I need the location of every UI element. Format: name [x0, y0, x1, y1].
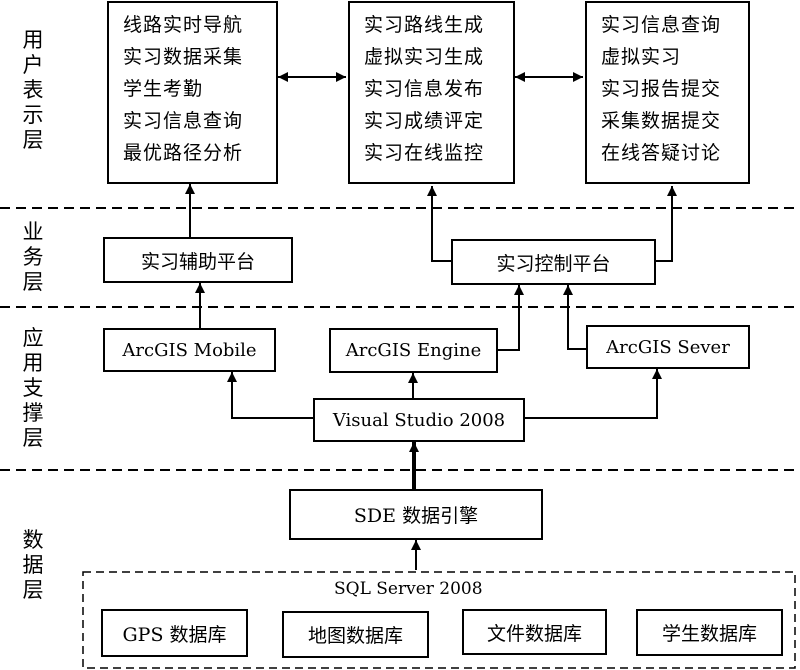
data-layer-container — [82, 571, 796, 669]
function-item: 实习在线监控 — [364, 142, 485, 164]
function-item: 实习路线生成 — [364, 14, 485, 36]
function-item: 在线答疑讨论 — [601, 142, 722, 164]
arcgis-server-box: ArcGIS Sever — [586, 325, 750, 369]
control-platform-box: 实习控制平台 — [451, 239, 656, 285]
function-item: 线路实时导航 — [123, 14, 244, 36]
arrow-server-to-control — [563, 285, 586, 350]
function-item: 实习数据采集 — [123, 46, 244, 68]
database-box-file: 文件数据库 — [462, 609, 607, 655]
database-box-student: 学生数据库 — [636, 609, 783, 656]
layer-label-support: 应用支撑层 — [22, 326, 44, 450]
layer-label-data: 数据层 — [22, 528, 44, 602]
presentation-box-left: 线路实时导航 实习数据采集 学生考勤 实习信息查询 最优路径分析 — [107, 1, 278, 184]
function-item: 最优路径分析 — [123, 142, 244, 164]
function-item: 采集数据提交 — [601, 110, 722, 132]
assist-platform-box: 实习辅助平台 — [103, 237, 293, 283]
arcgis-engine-box: ArcGIS Engine — [329, 328, 498, 373]
function-item: 虚拟实习 — [601, 46, 682, 68]
arrow-vs-to-server — [525, 369, 662, 419]
arcgis-mobile-box: ArcGIS Mobile — [103, 328, 276, 372]
database-box-map: 地图数据库 — [282, 611, 429, 658]
presentation-box-middle: 实习路线生成 虚拟实习生成 实习信息发布 实习成绩评定 实习在线监控 — [348, 1, 515, 184]
presentation-box-right: 实习信息查询 虚拟实习 实习报告提交 采集数据提交 在线答疑讨论 — [585, 1, 750, 184]
function-item: 实习信息查询 — [601, 14, 722, 36]
arrow-control-to-middle — [427, 186, 451, 262]
function-item: 实习信息查询 — [123, 110, 244, 132]
arrow-vs-to-mobile — [227, 372, 313, 419]
function-item: 实习信息发布 — [364, 78, 485, 100]
sql-server-label: SQL Server 2008 — [334, 579, 483, 599]
sde-engine-box: SDE 数据引擎 — [289, 489, 543, 540]
database-box-gps: GPS 数据库 — [101, 609, 248, 657]
function-item: 实习报告提交 — [601, 78, 722, 100]
visual-studio-box: Visual Studio 2008 — [313, 398, 525, 442]
arrow-engine-to-control — [498, 285, 524, 351]
layer-label-presentation: 用户表示层 — [22, 28, 44, 152]
layer-label-business: 业务层 — [22, 220, 44, 294]
function-item: 虚拟实习生成 — [364, 46, 485, 68]
function-item: 实习成绩评定 — [364, 110, 485, 132]
arrow-control-to-right — [656, 186, 677, 262]
function-item: 学生考勤 — [123, 78, 204, 100]
